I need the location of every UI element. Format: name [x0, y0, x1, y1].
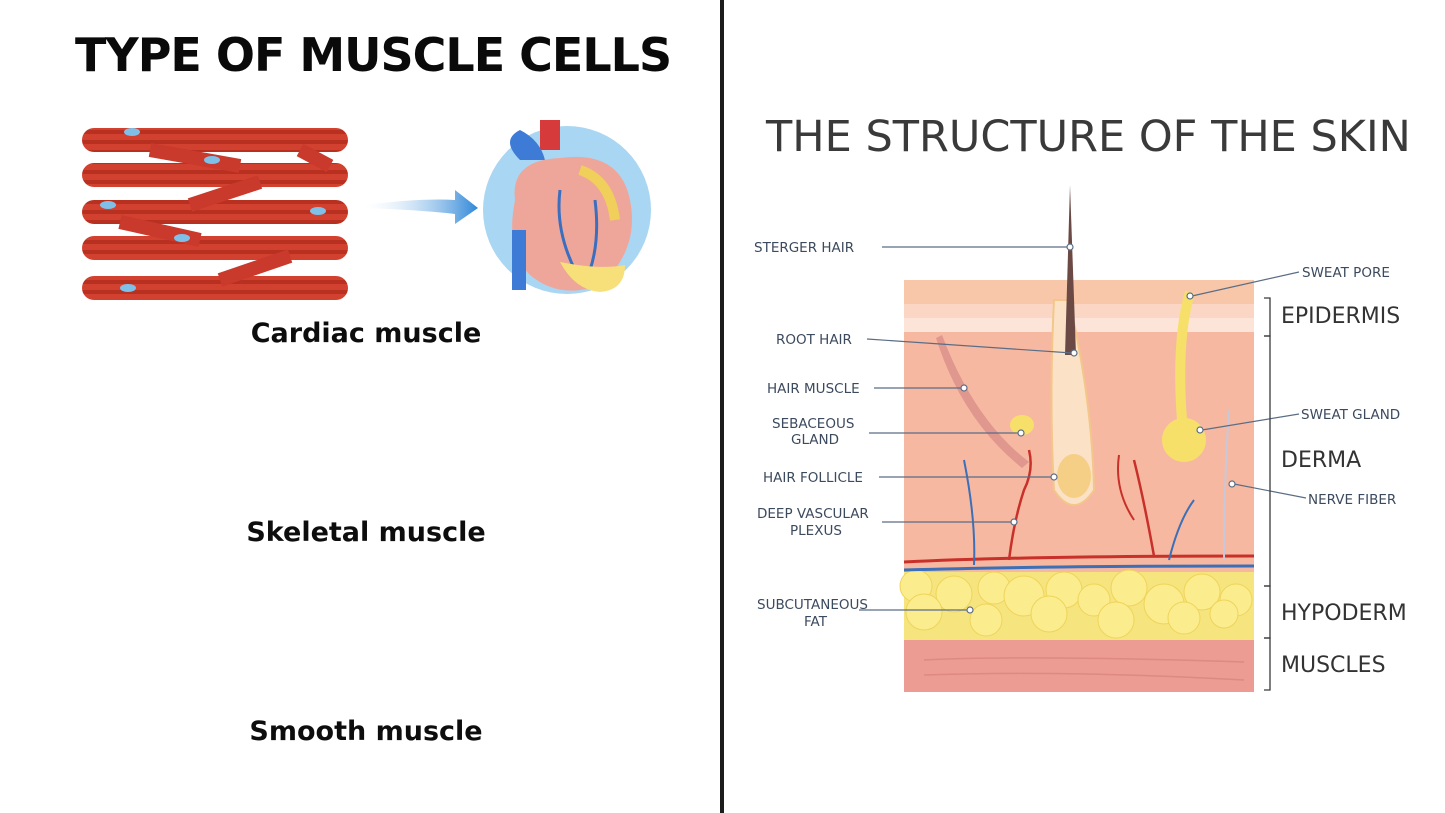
panel-divider [720, 0, 724, 813]
hypodermis-label: HYPODERMIS [1281, 601, 1408, 626]
sweat-pore-label: SWEAT PORE [1302, 265, 1390, 281]
skin-cross-section [859, 185, 1307, 692]
epidermis-top-layer [904, 280, 1254, 304]
muscle-cells-title: TYPE OF MUSCLE CELLS [75, 28, 672, 82]
sweat-gland-label: SWEAT GLAND [1301, 407, 1401, 423]
smooth-muscle-label: Smooth muscle [249, 716, 483, 747]
sebaceous-gland-label-line1: SEBACEOUS [772, 416, 855, 432]
subcutaneous-fat-label-line1: SUBCUTANEOUS [757, 597, 868, 613]
hair-muscle-label: HAIR MUSCLE [767, 381, 860, 397]
skeletal-muscle-label: Skeletal muscle [246, 517, 486, 548]
muscle-illustrations [82, 120, 651, 300]
root-hair-label: ROOT HAIR [776, 332, 852, 348]
cardiac-arrow-icon [365, 190, 478, 224]
heart-icon [510, 120, 632, 292]
deep-vascular-label-line2: PLEXUS [790, 523, 842, 539]
skin-structure-title: THE STRUCTURE OF THE SKIN [766, 112, 1411, 162]
deep-vascular-label-line1: DEEP VASCULAR [757, 506, 869, 522]
skin-structure-panel: THE STRUCTURE OF THE SKIN [724, 0, 1445, 813]
muscles-label: MUSCLES [1281, 653, 1386, 678]
cardiac-muscle-label: Cardiac muscle [250, 318, 482, 349]
derma-label: DERMA [1281, 448, 1362, 473]
subcutaneous-fat-label-line2: FAT [804, 614, 827, 630]
epidermis-label: EPIDERMIS [1281, 304, 1401, 329]
sebaceous-gland-label-line2: GLAND [791, 432, 840, 448]
sterger-hair-label: STERGER HAIR [754, 240, 855, 256]
nerve-fiber-label: NERVE FIBER [1308, 492, 1397, 508]
cardiac-fibers [82, 128, 348, 300]
hair-follicle-label: HAIR FOLLICLE [763, 470, 863, 486]
muscle-cells-panel: TYPE OF MUSCLE CELLS [0, 0, 720, 813]
muscle-layer [904, 640, 1254, 692]
